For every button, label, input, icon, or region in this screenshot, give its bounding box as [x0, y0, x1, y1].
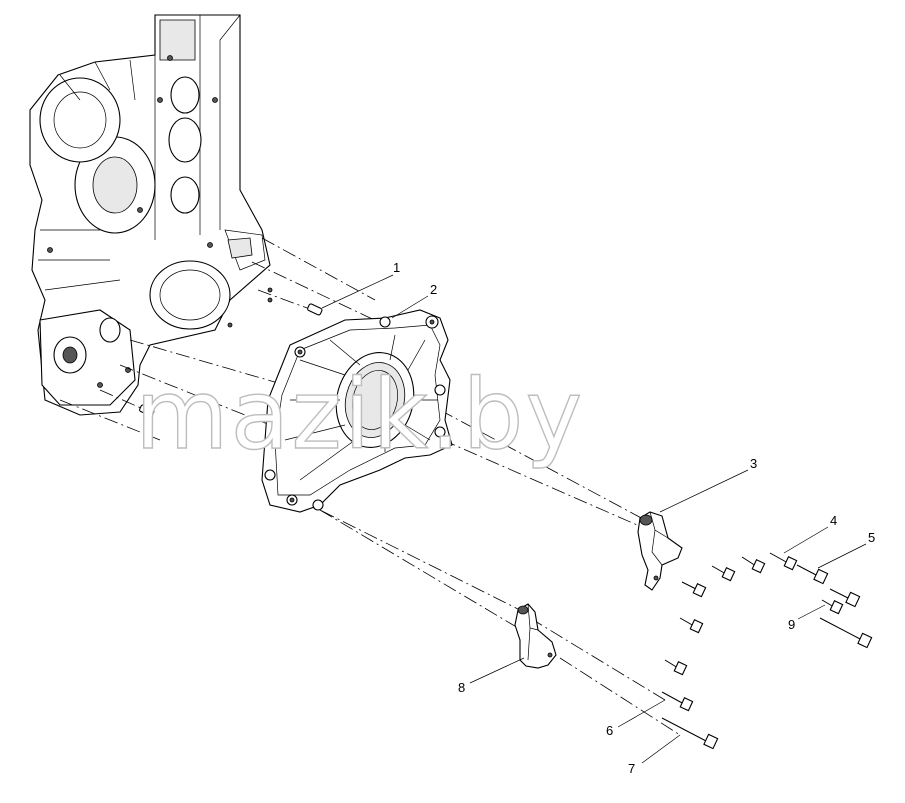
- bolt-part-5: [796, 564, 829, 585]
- bolt-short-5: [664, 659, 688, 676]
- dowel-pin-lower: [139, 404, 155, 417]
- callout-8: 8: [458, 680, 465, 695]
- callout-2: 2: [430, 282, 437, 297]
- flywheel-housing: [261, 309, 453, 513]
- callout-5: 5: [868, 530, 875, 545]
- callout-3: 3: [750, 456, 757, 471]
- callout-6: 6: [606, 723, 613, 738]
- bolt-group: [661, 552, 873, 750]
- bolt-short-2: [711, 565, 736, 582]
- bolt-part-4: [769, 552, 798, 571]
- dowel-pin-upper: [307, 303, 323, 316]
- bolt-part-7: [661, 717, 719, 750]
- upper-mounting-bracket: [637, 511, 683, 591]
- bolt-part-9: [821, 599, 844, 615]
- callout-leaders: [321, 274, 867, 764]
- engine-block: [29, 14, 273, 416]
- callout-1: 1: [393, 260, 400, 275]
- bolt-short-4: [679, 617, 704, 634]
- callout-labels: 1 2 3 4 5 6 7 8 9: [393, 260, 875, 776]
- bolt-short-3: [741, 556, 766, 574]
- callout-4: 4: [830, 513, 837, 528]
- bolt-extra-long-right: [819, 617, 873, 649]
- bolt-long-right: [829, 588, 861, 608]
- callout-9: 9: [788, 617, 795, 632]
- lower-mounting-bracket: [514, 603, 557, 669]
- bolt-part-6: [661, 691, 694, 712]
- callout-7: 7: [628, 761, 635, 776]
- bolt-short-1: [681, 581, 707, 598]
- watermark-text: mazik.by: [135, 359, 584, 471]
